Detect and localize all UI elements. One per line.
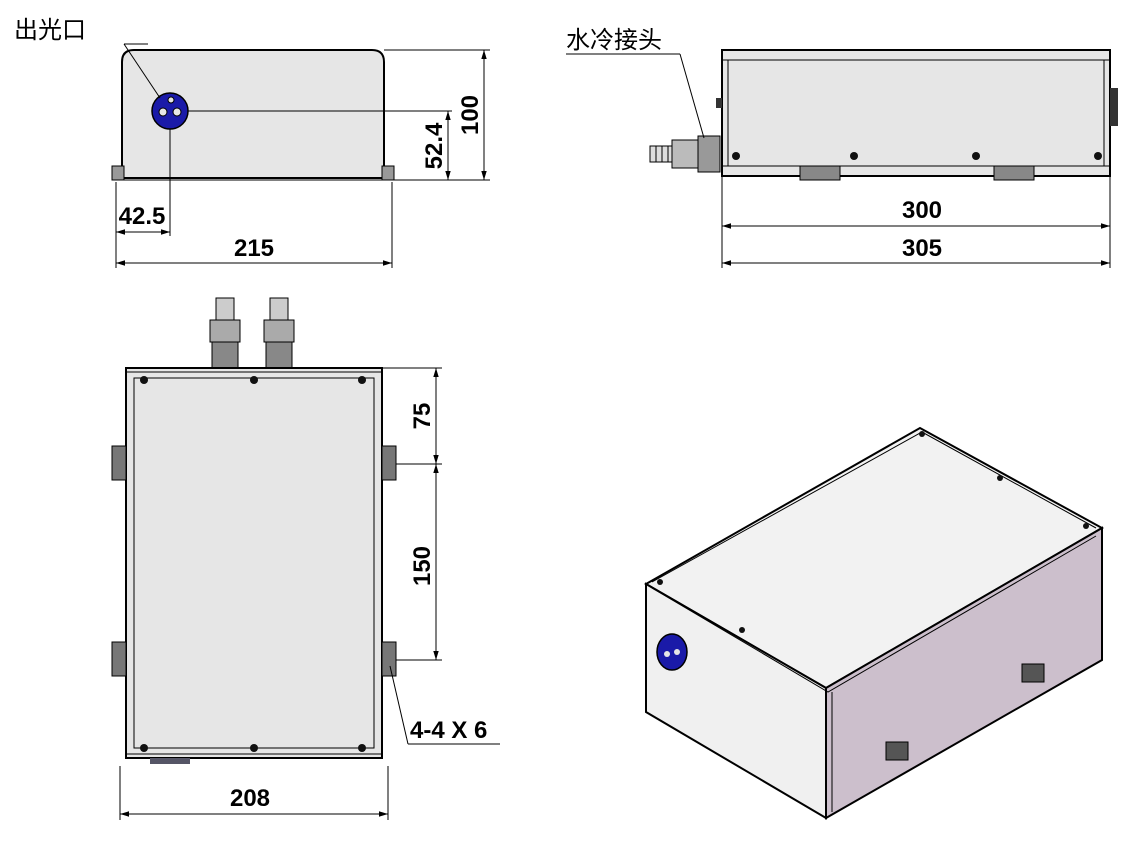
front-foot-right	[381, 165, 395, 181]
output-port-icon	[151, 92, 189, 130]
top-connector-right-icon	[263, 297, 295, 369]
side-view-body	[721, 49, 1111, 177]
top-connector-left-icon	[209, 297, 241, 369]
top-view: 75 150 4-4 X 6 208	[111, 297, 500, 820]
front-view: 出光口 100 52.4 42.5 215	[14, 16, 490, 268]
iso-foot-rear	[1021, 663, 1045, 683]
side-rear-handle	[1110, 88, 1118, 126]
top-bracket-left-lower	[111, 641, 127, 677]
mounting-holes-label: 4-4 X 6	[410, 717, 487, 744]
side-foot-right	[993, 165, 1035, 181]
water-connector-icon	[649, 135, 721, 173]
dim-top-spacing-2: 150	[409, 546, 436, 586]
top-view-body	[125, 367, 383, 759]
dim-front-width: 215	[234, 235, 274, 262]
dim-side-inner-length: 300	[902, 197, 942, 224]
dim-top-width: 208	[230, 785, 270, 812]
dim-port-height: 52.4	[421, 122, 448, 169]
front-foot-left	[111, 165, 125, 181]
side-foot-left	[799, 165, 841, 181]
dim-top-spacing-1: 75	[409, 403, 436, 430]
top-bracket-left-upper	[111, 445, 127, 481]
top-bracket-right-lower	[381, 641, 397, 677]
water-connector-label: 水冷接头	[566, 26, 662, 54]
side-view: 水冷接头 300 305	[566, 26, 1118, 268]
dim-front-height: 100	[457, 95, 484, 135]
front-view-body	[121, 49, 385, 179]
iso-output-port-icon	[656, 633, 688, 671]
top-bracket-right-upper	[381, 445, 397, 481]
iso-foot-front	[885, 741, 909, 761]
isometric-view	[643, 426, 1105, 820]
dim-side-outer-length: 305	[902, 235, 942, 262]
output-port-label: 出光口	[14, 16, 86, 44]
dim-port-offset: 42.5	[119, 203, 166, 230]
